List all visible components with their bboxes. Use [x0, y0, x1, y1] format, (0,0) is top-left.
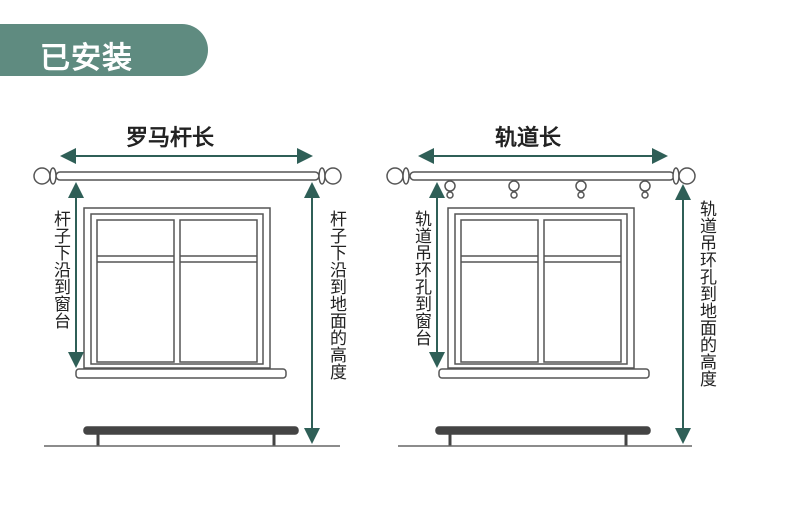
track-length-title: 轨道长 — [495, 126, 562, 151]
ring-to-floor-label: 轨道吊环孔到地面的高度 — [696, 200, 716, 387]
track-bar — [409, 171, 675, 181]
rod-to-floor-label: 杆子下沿到地面的高度 — [326, 210, 346, 380]
rod-to-sill-label: 杆子下沿到窗台 — [50, 210, 70, 329]
track-rings — [444, 180, 651, 199]
rod-length-title: 罗马杆长 — [126, 126, 215, 151]
left-diagram — [33, 148, 342, 447]
ring-to-sill-label: 轨道吊环孔到窗台 — [411, 210, 431, 346]
rod-finial-right — [324, 167, 342, 185]
rod-finial-left — [33, 167, 51, 185]
bench — [83, 426, 299, 435]
window-sill — [75, 368, 287, 379]
installed-badge: 已安装 — [0, 24, 208, 76]
roman-rod — [55, 171, 320, 181]
badge-label: 已安装 — [40, 41, 133, 76]
right-diagram — [386, 148, 696, 447]
